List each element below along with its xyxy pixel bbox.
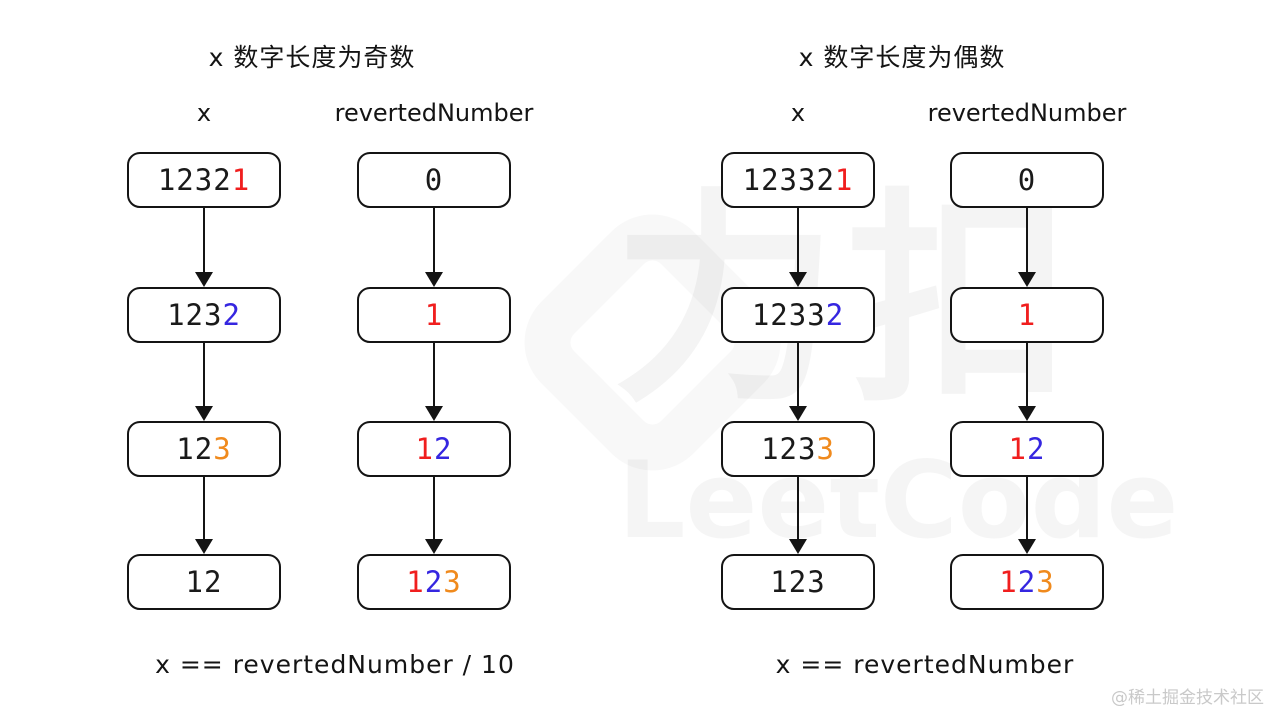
digit-segment: 1	[415, 432, 434, 466]
digit-segment: 2	[222, 298, 241, 332]
value-box: 0	[950, 152, 1104, 208]
arrow-head	[789, 406, 807, 421]
digit-segment: 1	[424, 298, 444, 332]
arrow-head	[425, 272, 443, 287]
digit-segment: 3	[1036, 565, 1055, 599]
digit-segment: 1	[999, 565, 1018, 599]
digit-segment: 1	[406, 565, 425, 599]
arrow-down-icon	[194, 208, 214, 287]
digit-segment: 1	[1017, 298, 1037, 332]
arrow-down-icon	[424, 208, 444, 287]
arrow-shaft	[797, 343, 799, 408]
column-header: revertedNumber	[334, 99, 534, 127]
arrow-head	[195, 272, 213, 287]
arrow-shaft	[203, 477, 205, 541]
panel-title: x 数字长度为奇数	[208, 43, 416, 72]
arrow-head	[195, 539, 213, 554]
arrow-head	[425, 539, 443, 554]
digit-segment: 1233	[751, 298, 826, 332]
arrow-head	[425, 406, 443, 421]
value-box: 0	[357, 152, 511, 208]
digit-segment: 2	[1017, 565, 1037, 599]
value-box: 123	[721, 554, 875, 610]
digit-segment: 0	[1017, 163, 1037, 197]
value-box: 1	[950, 287, 1104, 343]
digit-segment: 1	[1008, 432, 1027, 466]
digit-segment: 12	[185, 565, 223, 599]
arrow-down-icon	[788, 343, 808, 421]
digit-segment: 0	[424, 163, 444, 197]
arrow-down-icon	[1017, 208, 1037, 287]
digit-segment: 2	[825, 298, 845, 332]
arrow-shaft	[203, 343, 205, 408]
arrow-down-icon	[788, 477, 808, 554]
panel-title: x 数字长度为偶数	[798, 43, 1006, 72]
formula-label: x == revertedNumber / 10	[155, 650, 515, 679]
arrow-shaft	[797, 477, 799, 541]
arrow-down-icon	[1017, 477, 1037, 554]
arrow-shaft	[433, 477, 435, 541]
arrow-shaft	[1026, 477, 1028, 541]
arrow-down-icon	[788, 208, 808, 287]
digit-segment: 3	[816, 432, 835, 466]
column-header: x	[196, 99, 212, 127]
digit-segment: 123	[770, 565, 826, 599]
digit-segment: 123	[761, 432, 817, 466]
digit-segment: 2	[1027, 432, 1046, 466]
arrow-head	[1018, 272, 1036, 287]
arrow-shaft	[1026, 208, 1028, 274]
digit-segment: 123	[167, 298, 223, 332]
arrow-down-icon	[424, 343, 444, 421]
digit-segment: 12	[176, 432, 214, 466]
digit-segment: 1	[834, 163, 854, 197]
arrow-head	[1018, 539, 1036, 554]
digit-segment: 1	[231, 163, 251, 197]
credit-watermark: @稀土掘金技术社区	[1111, 688, 1264, 708]
arrow-head	[789, 272, 807, 287]
arrow-head	[195, 406, 213, 421]
arrow-down-icon	[194, 477, 214, 554]
arrow-down-icon	[194, 343, 214, 421]
column-header: revertedNumber	[927, 99, 1127, 127]
arrow-down-icon	[1017, 343, 1037, 421]
arrow-shaft	[1026, 343, 1028, 408]
value-box: 1	[357, 287, 511, 343]
digit-segment: 3	[443, 565, 462, 599]
digit-segment: 1232	[157, 163, 232, 197]
arrow-shaft	[433, 343, 435, 408]
arrow-shaft	[797, 208, 799, 274]
value-box: 12	[127, 554, 281, 610]
digit-segment: 12332	[742, 163, 835, 197]
formula-label: x == revertedNumber	[775, 650, 1075, 679]
digit-segment: 2	[434, 432, 453, 466]
arrow-head	[1018, 406, 1036, 421]
arrow-down-icon	[424, 477, 444, 554]
digit-segment: 2	[424, 565, 444, 599]
arrow-shaft	[203, 208, 205, 274]
arrow-head	[789, 539, 807, 554]
arrow-shaft	[433, 208, 435, 274]
column-header: x	[790, 99, 806, 127]
digit-segment: 3	[213, 432, 232, 466]
